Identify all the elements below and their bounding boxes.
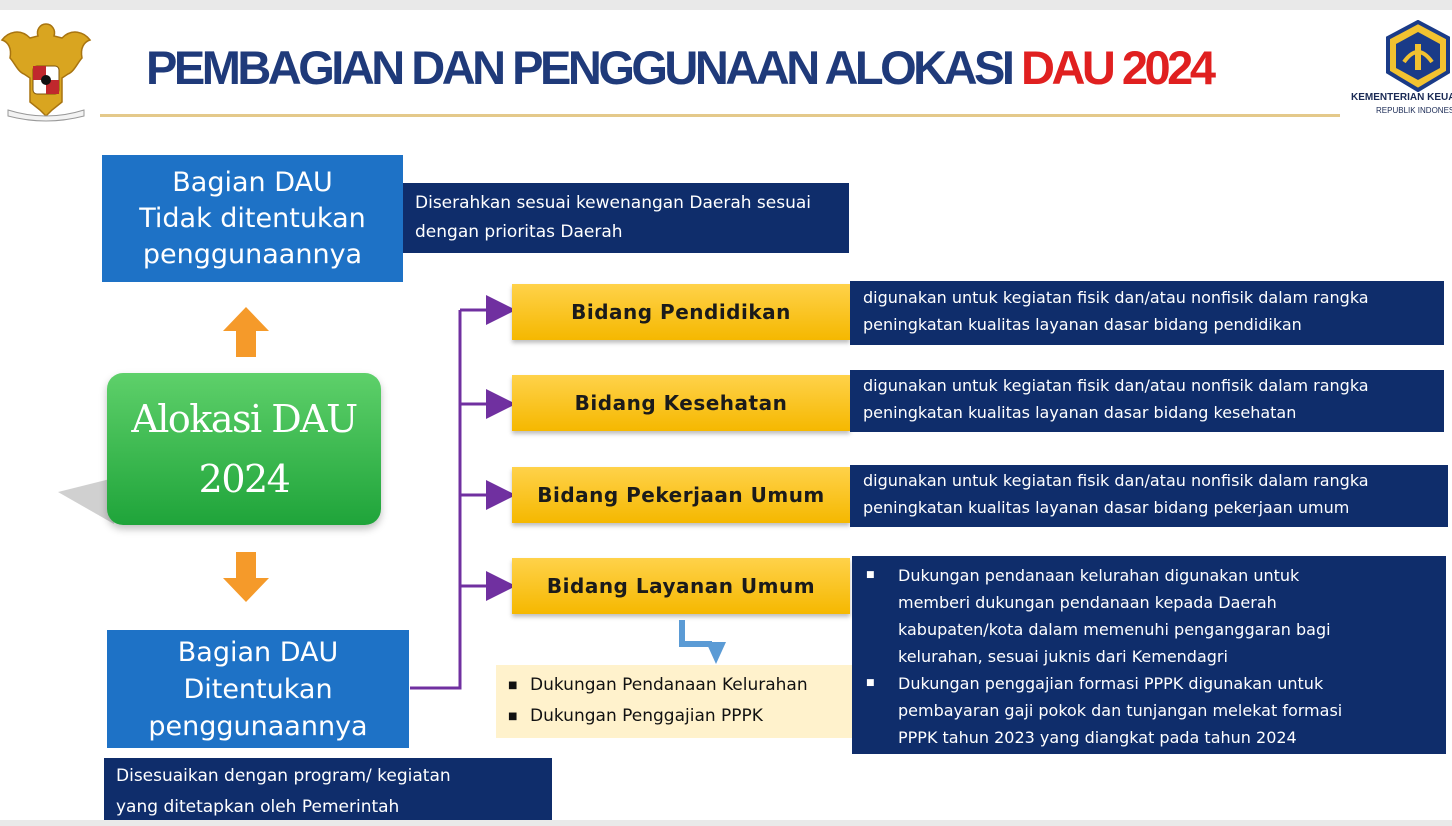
box-not-determined-line3: penggunaannya: [142, 238, 363, 270]
desc-kesehatan: digunakan untuk kegiatan fisik dan/atau …: [850, 370, 1444, 432]
desc-kelurahan-line1: Dukungan pendanaan kelurahan digunakan u…: [898, 566, 1300, 585]
slide: PEMBAGIAN DAN PENGGUNAAN ALOKASI DAU 202…: [0, 10, 1452, 820]
desc-pekerjaan-umum-line1: digunakan untuk kegiatan fisik dan/atau …: [863, 471, 1369, 490]
elbow-arrow-icon: [679, 620, 726, 664]
list-item: Dukungan Pendanaan Kelurahan: [496, 670, 852, 701]
title-divider: [100, 114, 1340, 117]
logo-caption-line2: REPUBLIK INDONESIA: [1376, 106, 1452, 115]
title-highlight: DAU 2024: [1021, 41, 1216, 94]
field-kesehatan-label: Bidang Kesehatan: [574, 391, 788, 415]
desc-kesehatan-line2: peningkatan kualitas layanan dasar bidan…: [863, 403, 1297, 422]
list-item: Dukungan pendanaan kelurahan digunakan u…: [852, 562, 1438, 670]
field-layanan-umum: Bidang Layanan Umum: [512, 558, 850, 614]
desc-determined-line1: Disesuaikan dengan program/ kegiatan: [116, 766, 451, 786]
layanan-umum-list: Dukungan Pendanaan Kelurahan Dukungan Pe…: [496, 665, 852, 732]
box-not-determined: Bagian DAU Tidak ditentukan penggunaanny…: [102, 155, 403, 282]
box-determined-line3: penggunaannya: [148, 710, 368, 742]
logo-caption-line1: KEMENTERIAN KEUANGAN: [1351, 92, 1452, 103]
field-pekerjaan-umum-label: Bidang Pekerjaan Umum: [537, 483, 825, 507]
desc-pendidikan-line2: peningkatan kualitas layanan dasar bidan…: [863, 315, 1302, 334]
desc-pendidikan-line1: digunakan untuk kegiatan fisik dan/atau …: [863, 288, 1369, 307]
desc-kelurahan-line4: kelurahan, sesuai juknis dari Kemendagri: [898, 647, 1228, 666]
desc-pekerjaan-umum: digunakan untuk kegiatan fisik dan/atau …: [850, 465, 1448, 527]
desc-determined-line2: yang ditetapkan oleh Pemerintah: [116, 797, 400, 817]
desc-not-determined-line2: dengan prioritas Daerah: [415, 222, 623, 242]
list-item: Dukungan Penggajian PPPK: [496, 701, 852, 732]
desc-pendidikan: digunakan untuk kegiatan fisik dan/atau …: [850, 281, 1444, 345]
box-not-determined-line2: Tidak ditentukan: [139, 202, 366, 234]
desc-not-determined-line1: Diserahkan sesuai kewenangan Daerah sesu…: [415, 193, 811, 213]
desc-pppk-line2: pembayaran gaji pokok dan tunjangan mele…: [898, 701, 1343, 720]
desc-pppk-line3: PPPK tahun 2023 yang diangkat pada tahun…: [898, 728, 1297, 747]
kemenkeu-logo-icon: [1386, 20, 1450, 92]
desc-kelurahan-line2: memberi dukungan pendanaan kepada Daerah: [898, 593, 1277, 612]
green-box-shadow: [58, 478, 114, 524]
desc-determined: Disesuaikan dengan program/ kegiatan yan…: [104, 758, 552, 820]
desc-pekerjaan-umum-line2: peningkatan kualitas layanan dasar bidan…: [863, 498, 1350, 517]
box-determined-line2: Ditentukan: [183, 673, 333, 705]
desc-not-determined: Diserahkan sesuai kewenangan Daerah sesu…: [403, 183, 849, 253]
arrow-up-icon: [223, 307, 269, 357]
field-pekerjaan-umum: Bidang Pekerjaan Umum: [512, 467, 850, 523]
layanan-umum-items: Dukungan Pendanaan Kelurahan Dukungan Pe…: [496, 665, 852, 738]
box-not-determined-line1: Bagian DAU: [172, 166, 333, 198]
box-determined: Bagian DAU Ditentukan penggunaannya: [107, 630, 409, 748]
field-pendidikan: Bidang Pendidikan: [512, 284, 850, 340]
box-determined-line1: Bagian DAU: [177, 636, 339, 668]
arrow-down-icon: [223, 552, 269, 602]
alokasi-dau-box: Alokasi DAU 2024: [107, 373, 381, 525]
desc-kelurahan-line3: kabupaten/kota dalam memenuhi penganggar…: [898, 620, 1331, 639]
title-main: PEMBAGIAN DAN PENGGUNAAN ALOKASI: [146, 41, 1015, 94]
desc-layanan-umum: Dukungan pendanaan kelurahan digunakan u…: [852, 556, 1446, 754]
alokasi-dau-line1: Alokasi DAU: [131, 397, 358, 441]
connector-trunk: [410, 310, 462, 690]
alokasi-dau-line2: 2024: [198, 457, 291, 501]
field-layanan-umum-label: Bidang Layanan Umum: [546, 574, 816, 598]
garuda-emblem-icon: [0, 23, 92, 122]
connector-lines: [410, 295, 516, 690]
field-pendidikan-label: Bidang Pendidikan: [571, 300, 791, 324]
list-item: Dukungan penggajian formasi PPPK digunak…: [852, 670, 1438, 751]
page-title: PEMBAGIAN DAN PENGGUNAAN ALOKASI DAU 202…: [146, 40, 1216, 95]
desc-layanan-umum-list: Dukungan pendanaan kelurahan digunakan u…: [852, 562, 1438, 751]
field-kesehatan: Bidang Kesehatan: [512, 375, 850, 431]
desc-pppk-line1: Dukungan penggajian formasi PPPK digunak…: [898, 674, 1324, 693]
desc-kesehatan-line1: digunakan untuk kegiatan fisik dan/atau …: [863, 376, 1369, 395]
